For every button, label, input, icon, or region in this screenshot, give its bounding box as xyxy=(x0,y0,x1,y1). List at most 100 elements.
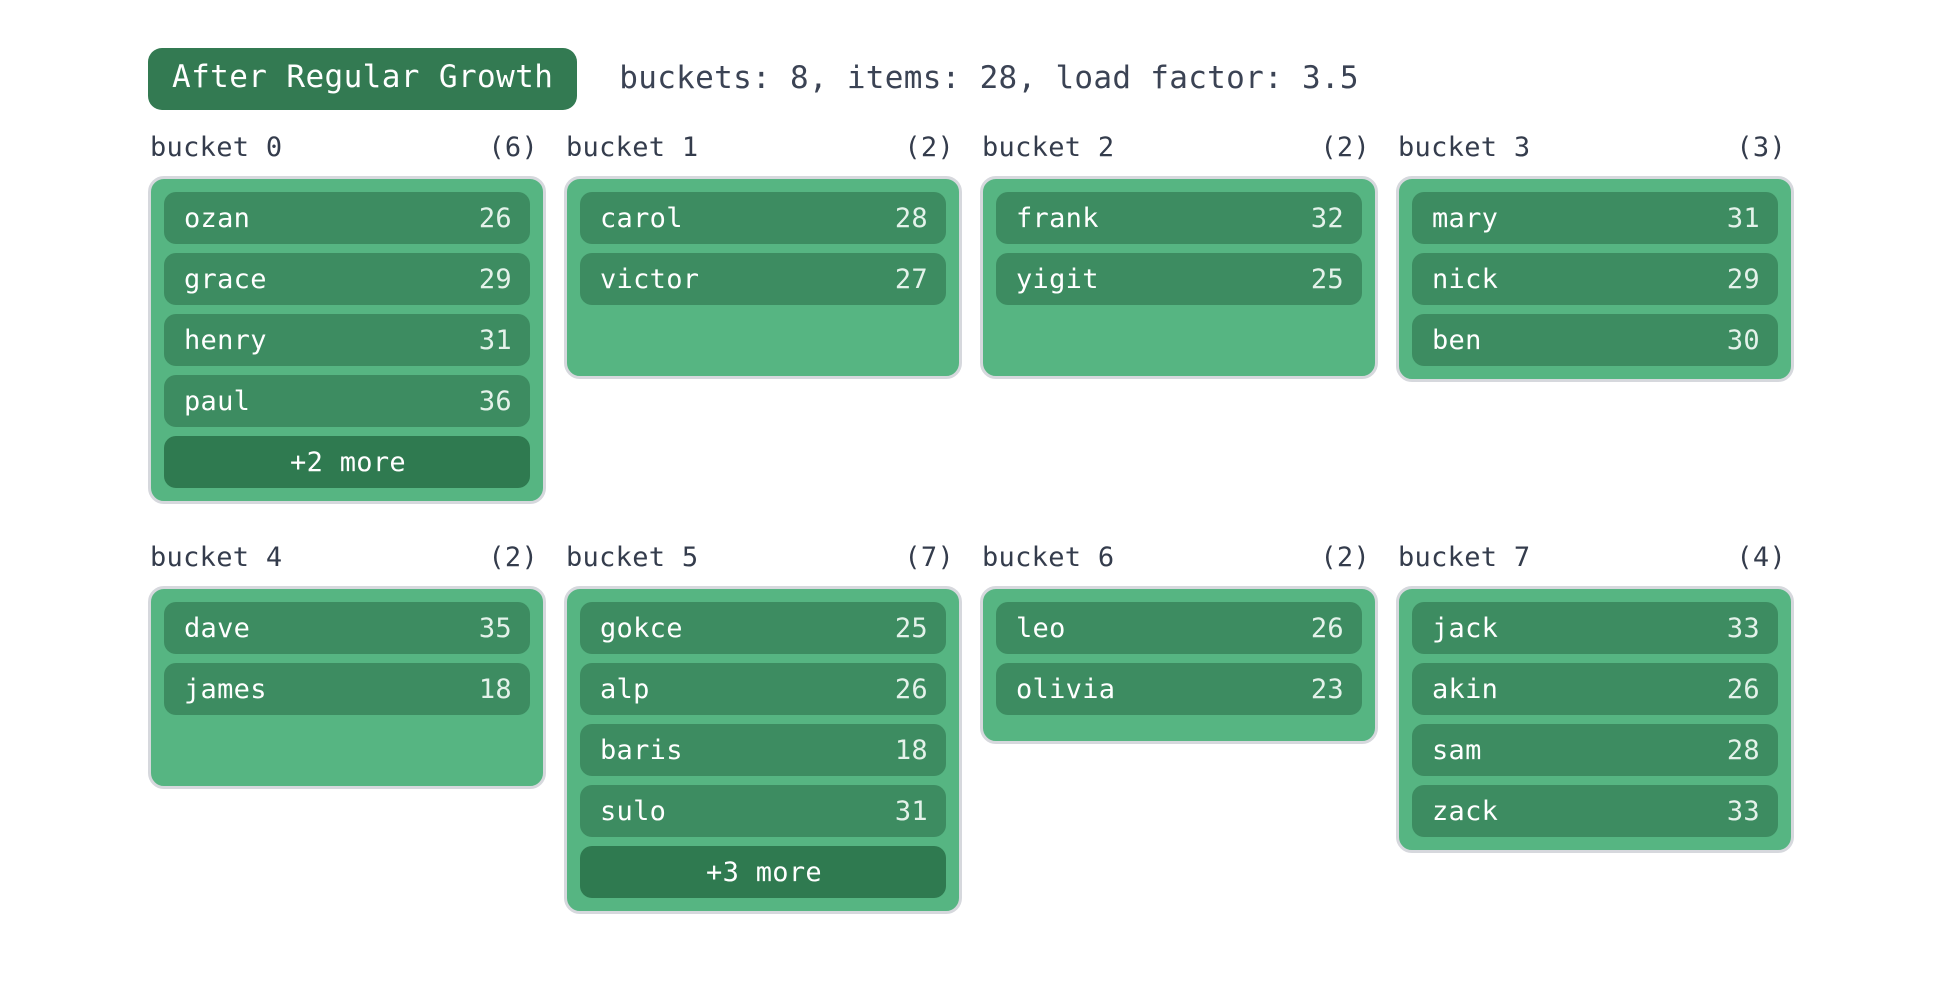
bucket-0-label: bucket 0 xyxy=(150,132,283,163)
bucket-6-label: bucket 6 xyxy=(982,542,1115,573)
entry-value: 31 xyxy=(894,795,928,827)
entry-value: 36 xyxy=(478,385,512,417)
entry-value: 28 xyxy=(894,202,928,234)
entry-key: grace xyxy=(184,263,267,295)
entry-value: 35 xyxy=(478,612,512,644)
bucket-1-count: (2) xyxy=(904,132,954,163)
entry-value: 26 xyxy=(1726,673,1760,705)
bucket-3-count: (3) xyxy=(1736,132,1786,163)
bucket-3-label: bucket 3 xyxy=(1398,132,1531,163)
entry-key: akin xyxy=(1432,673,1499,705)
bucket-5-label: bucket 5 xyxy=(566,542,699,573)
entry-key: alp xyxy=(600,673,650,705)
bucket-entry[interactable]: olivia 23 xyxy=(996,663,1362,715)
entry-key: ben xyxy=(1432,324,1482,356)
bucket-entry[interactable]: dave 35 xyxy=(164,602,530,654)
entry-value: 32 xyxy=(1310,202,1344,234)
entry-value: 33 xyxy=(1726,795,1760,827)
entry-key: carol xyxy=(600,202,683,234)
bucket-entry[interactable]: carol 28 xyxy=(580,192,946,244)
bucket-5-header: bucket 5 (7) xyxy=(564,544,962,586)
bucket-2-label: bucket 2 xyxy=(982,132,1115,163)
bucket-7-header: bucket 7 (4) xyxy=(1396,544,1794,586)
entry-key: olivia xyxy=(1016,673,1116,705)
entry-value: 28 xyxy=(1726,734,1760,766)
entry-key: zack xyxy=(1432,795,1499,827)
bucket-entry[interactable]: nick 29 xyxy=(1412,253,1778,305)
bucket-entry[interactable]: alp 26 xyxy=(580,663,946,715)
bucket-entry[interactable]: zack 33 xyxy=(1412,785,1778,837)
bucket-2-count: (2) xyxy=(1320,132,1370,163)
entry-value: 18 xyxy=(478,673,512,705)
entry-value: 26 xyxy=(478,202,512,234)
entry-value: 26 xyxy=(1310,612,1344,644)
bucket-overflow-indicator[interactable]: +2 more xyxy=(164,436,530,488)
bucket-4-header: bucket 4 (2) xyxy=(148,544,546,586)
entry-value: 25 xyxy=(1310,263,1344,295)
bucket-1-card: carol 28 victor 27 xyxy=(564,176,962,379)
bucket-1-label: bucket 1 xyxy=(566,132,699,163)
bucket-entry[interactable]: akin 26 xyxy=(1412,663,1778,715)
bucket-entry[interactable]: grace 29 xyxy=(164,253,530,305)
bucket-entry[interactable]: sulo 31 xyxy=(580,785,946,837)
entry-key: frank xyxy=(1016,202,1099,234)
bucket-entry[interactable]: sam 28 xyxy=(1412,724,1778,776)
entry-value: 25 xyxy=(894,612,928,644)
entry-key: sam xyxy=(1432,734,1482,766)
entry-key: dave xyxy=(184,612,251,644)
entry-key: victor xyxy=(600,263,700,295)
bucket-4-count: (2) xyxy=(488,542,538,573)
bucket-7-count: (4) xyxy=(1736,542,1786,573)
bucket-entry[interactable]: frank 32 xyxy=(996,192,1362,244)
bucket-4-label: bucket 4 xyxy=(150,542,283,573)
entry-value: 27 xyxy=(894,263,928,295)
entry-value: 26 xyxy=(894,673,928,705)
entry-value: 31 xyxy=(1726,202,1760,234)
bucket-overflow-indicator[interactable]: +3 more xyxy=(580,846,946,898)
entry-value: 18 xyxy=(894,734,928,766)
bucket-1: bucket 1 (2) carol 28 victor 27 xyxy=(564,134,962,504)
entry-value: 30 xyxy=(1726,324,1760,356)
bucket-entry[interactable]: james 18 xyxy=(164,663,530,715)
header-bar: After Regular Growth buckets: 8, items: … xyxy=(0,0,1942,110)
entry-value: 29 xyxy=(1726,263,1760,295)
bucket-entry[interactable]: victor 27 xyxy=(580,253,946,305)
phase-title-badge: After Regular Growth xyxy=(148,48,578,110)
bucket-grid-row-2: bucket 4 (2) dave 35 james 18 bucket 5 (7) gokce… xyxy=(148,544,1810,914)
bucket-entry[interactable]: ben 30 xyxy=(1412,314,1778,366)
entry-key: paul xyxy=(184,385,251,417)
bucket-2-header: bucket 2 (2) xyxy=(980,134,1378,176)
entry-key: baris xyxy=(600,734,683,766)
bucket-entry[interactable]: paul 36 xyxy=(164,375,530,427)
entry-key: james xyxy=(184,673,267,705)
entry-value: 29 xyxy=(478,263,512,295)
entry-key: nick xyxy=(1432,263,1499,295)
entry-key: jack xyxy=(1432,612,1499,644)
bucket-0-count: (6) xyxy=(488,132,538,163)
bucket-entry[interactable]: baris 18 xyxy=(580,724,946,776)
entry-key: sulo xyxy=(600,795,667,827)
bucket-6-count: (2) xyxy=(1320,542,1370,573)
hash-table-stats: buckets: 8, items: 28, load factor: 3.5 xyxy=(619,59,1359,96)
entry-value: 23 xyxy=(1310,673,1344,705)
bucket-4: bucket 4 (2) dave 35 james 18 xyxy=(148,544,546,914)
bucket-7-label: bucket 7 xyxy=(1398,542,1531,573)
bucket-5-count: (7) xyxy=(904,542,954,573)
